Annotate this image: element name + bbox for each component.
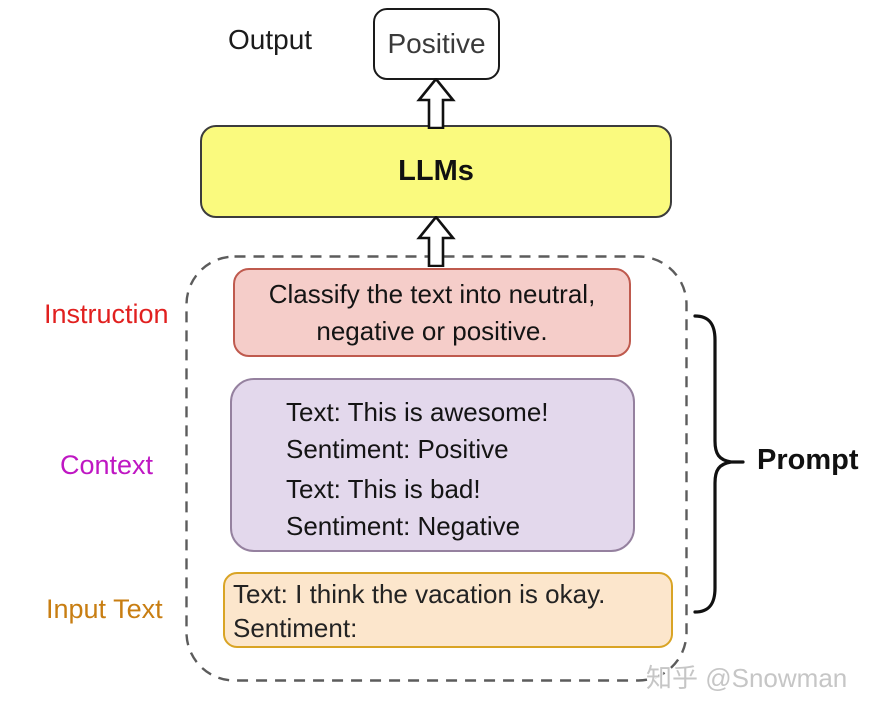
arrow-up-bottom-icon — [416, 216, 456, 267]
curly-brace-icon — [693, 314, 745, 614]
input-text-label: Input Text — [46, 594, 163, 624]
output-value-box: Positive — [373, 8, 500, 80]
llms-label: LLMs — [398, 155, 474, 187]
arrow-up-top-icon — [416, 78, 456, 129]
instruction-line: negative or positive. — [316, 315, 548, 346]
watermark: 知乎 @Snowman — [646, 663, 848, 693]
context-line: Text: This is bad! — [286, 474, 481, 504]
context-line: Sentiment: Negative — [286, 511, 521, 541]
context-label: Context — [60, 450, 154, 480]
llms-box: LLMs — [200, 125, 672, 218]
input-text-line: Sentiment: — [233, 613, 358, 643]
output-value-text: Positive — [387, 28, 486, 59]
output-label: Output — [228, 24, 313, 55]
instruction-line: Classify the text into neutral, — [268, 278, 596, 309]
context-line: Sentiment: Positive — [286, 434, 509, 464]
input-text-line: Text: I think the vacation is okay. — [233, 579, 606, 609]
context-line: Text: This is awesome! — [286, 397, 549, 427]
context-box: Text: This is awesome! Sentiment: Positi… — [230, 378, 635, 552]
prompt-container-border — [185, 255, 688, 682]
input-text-box: Text: I think the vacation is okay. Sent… — [223, 572, 673, 648]
prompt-label: Prompt — [757, 444, 859, 476]
instruction-label: Instruction — [44, 299, 169, 329]
instruction-box: Classify the text into neutral, negative… — [233, 268, 631, 357]
